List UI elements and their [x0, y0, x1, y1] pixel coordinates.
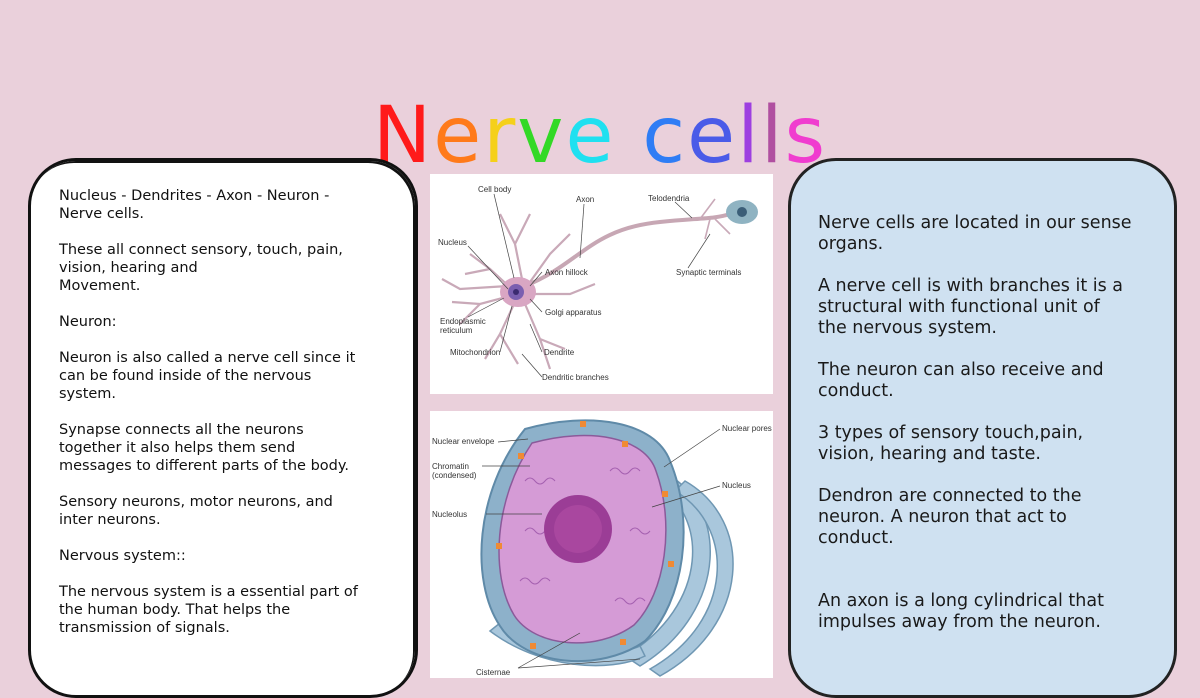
title-letter: r [483, 91, 518, 182]
page-title: Nerve cells [0, 86, 1200, 186]
paragraph-overview: Nucleus - Dendrites - Axon - Neuron - Ne… [59, 188, 330, 222]
label-nuclear-envelope: Nuclear envelope [432, 437, 495, 446]
label-er-2: reticulum [440, 326, 473, 335]
label-nucleolus: Nucleolus [432, 510, 467, 519]
paragraph-receive: The neuron can also receive and conduct. [818, 360, 1104, 401]
label-nuclear-pores: Nuclear pores [722, 424, 772, 433]
title-letter: e [433, 91, 484, 182]
label-nucleus: Nucleus [438, 238, 467, 247]
title-letter: l [760, 91, 785, 182]
paragraph-neuron-types: Sensory neurons, motor neurons, and inte… [59, 494, 333, 528]
paragraph-neuron: Neuron is also called a nerve cell since… [59, 350, 356, 402]
label-synaptic-terminals: Synaptic terminals [676, 268, 741, 277]
label-dendritic-branches: Dendritic branches [542, 373, 609, 382]
heading-nervous-system: Nervous system:: [59, 548, 186, 564]
label-golgi: Golgi apparatus [545, 308, 601, 317]
nucleus-diagram: Nuclear envelope Nuclear pores Chromatin… [430, 411, 773, 678]
paragraph-nervous-system: The nervous system is a essential part o… [59, 584, 358, 636]
neuron-illustration: Cell body Axon Telodendria Nucleus Axon … [438, 185, 758, 382]
right-text-panel: Nerve cells are located in our sense org… [788, 158, 1177, 698]
paragraph-axon: An axon is a long cylindrical that impul… [818, 591, 1104, 632]
neuron-diagram: Cell body Axon Telodendria Nucleus Axon … [430, 174, 773, 394]
title-letter [615, 86, 642, 186]
paragraph-sensory-types: 3 types of sensory touch,pain, vision, h… [818, 423, 1084, 464]
label-dendrite: Dendrite [544, 348, 575, 357]
label-er-1: Endoplasmic [440, 317, 486, 326]
paragraph-synapse: Synapse connects all the neurons togethe… [59, 422, 349, 474]
paragraph-structure: A nerve cell is with branches it is a st… [818, 276, 1124, 338]
label-cisternae: Cisternae [476, 668, 511, 677]
title-letter: e [565, 91, 616, 182]
label-mitochondrion: Mitochondrion [450, 348, 500, 357]
left-text-panel: Nucleus - Dendrites - Axon - Neuron - Ne… [28, 158, 418, 698]
paragraph-dendron: Dendron are connected to the neuron. A n… [818, 486, 1082, 548]
title-letter: c [642, 91, 688, 182]
label-chromatin-1: Chromatin [432, 462, 469, 471]
label-axon-hillock: Axon hillock [545, 268, 589, 277]
heading-neuron: Neuron: [59, 314, 117, 330]
paragraph-connections: These all connect sensory, touch, pain, … [59, 242, 343, 294]
label-axon: Axon [576, 195, 594, 204]
title-letter: l [737, 91, 761, 182]
label-cell-body: Cell body [478, 185, 511, 194]
title-letter: e [687, 91, 738, 182]
label-chromatin-2: (condensed) [432, 471, 477, 480]
title-letter: v [517, 91, 566, 182]
nucleus-illustration: Nuclear envelope Nuclear pores Chromatin… [432, 419, 772, 677]
label-telodendria: Telodendria [648, 194, 690, 203]
paragraph-location: Nerve cells are located in our sense org… [818, 213, 1132, 254]
label-nucleus: Nucleus [722, 481, 751, 490]
